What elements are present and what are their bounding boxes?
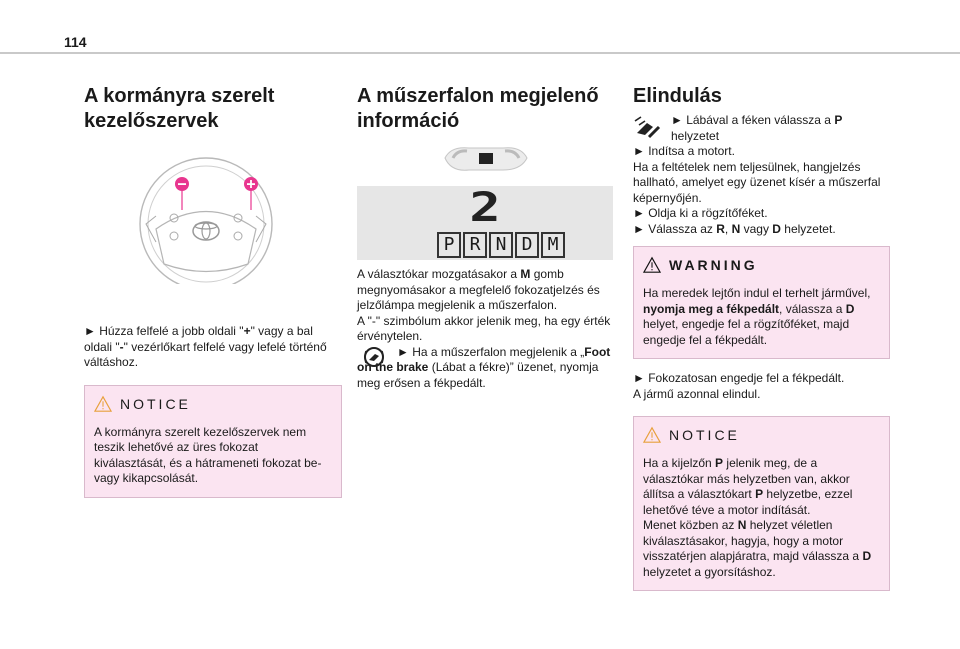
conditions-note: Ha a feltételek nem teljesülnek, hangjel… — [633, 159, 881, 205]
warning-triangle-icon — [643, 426, 661, 443]
gear-letter: D — [515, 232, 539, 258]
gear-letter: R — [463, 232, 487, 258]
step-select-p: ► Lábával a féken válassza a P helyzetet — [671, 113, 843, 143]
step-start-engine: ► Indítsa a motort. — [633, 144, 735, 158]
section-heading-dashboard: A műszerfalon megjelenő információ — [357, 84, 613, 134]
gear-display: 2 P R N D M — [357, 186, 613, 260]
selector-paragraph: A választókar mozgatásakor a M gomb megn… — [357, 267, 600, 312]
heading-line-1: A kormányra szerelt — [84, 85, 275, 107]
steering-wheel-illustration — [139, 157, 273, 284]
step-release-brake: ► Oldja ki a rögzítőféket. — [633, 206, 768, 220]
steering-wheel-figure — [84, 144, 342, 306]
start-pedal-icon — [634, 116, 661, 139]
gear-letter: N — [489, 232, 513, 258]
page-number: 114 — [64, 34, 87, 50]
notice-text-1: Ha a kijelzőn P jelenik meg, de a válasz… — [643, 456, 853, 517]
invalid-symbol-paragraph: A "-" szimbólum akkor jelenik meg, ha eg… — [357, 313, 611, 344]
warning-text: Ha meredek lejtőn indul el terhelt jármű… — [643, 286, 871, 347]
step-select-gear: ► Válassza az R, N vagy D helyzetet. — [633, 221, 836, 236]
current-gear-digit: 2 — [469, 185, 501, 231]
section-heading-steering: A kormányra szerelt kezelőszervek — [84, 84, 342, 134]
column-steering-controls: A kormányra szerelt kezelőszervek ► H — [84, 76, 342, 498]
header-rule — [0, 52, 960, 54]
heading-line-2: információ — [357, 110, 460, 132]
vehicle-moves-note: A jármű azonnal elindul. — [633, 386, 761, 401]
foot-on-brake-paragraph: ► Ha a műszerfalon megjelenik a „Foot on… — [357, 344, 611, 390]
step-gradual-release: ► Fokozatosan engedje fel a fékpedált. — [633, 371, 845, 385]
column-starting: Elindulás ► Lábával a féken válassza a P… — [633, 76, 890, 591]
section-heading-starting: Elindulás — [633, 85, 722, 107]
notice-text: A kormányra szerelt kezelőszervek nem te… — [94, 424, 322, 486]
warning-triangle-icon — [94, 395, 112, 412]
gear-letter-row: P R N D M — [437, 232, 565, 258]
notice-title: NOTICE — [669, 427, 740, 443]
notice-title: NOTICE — [120, 395, 191, 412]
foot-on-brake-icon — [364, 346, 384, 367]
heading-line-2: kezelőszervek — [84, 110, 219, 132]
warning-triangle-icon — [643, 256, 661, 273]
notice-box: NOTICE Ha a kijelzőn P jelenik meg, de a… — [633, 416, 890, 591]
heading-line-1: A műszerfalon megjelenő — [357, 85, 599, 107]
warning-title: WARNING — [669, 257, 758, 273]
notice-box: NOTICE A kormányra szerelt kezelőszervek… — [84, 384, 342, 498]
warning-box: WARNING Ha meredek lejtőn indul el terhe… — [633, 246, 890, 359]
gear-letter: M — [541, 232, 565, 258]
notice-text-2: Menet közben az N helyzet véletlen kivál… — [643, 518, 872, 579]
dashboard-text: A választókar mozgatásakor a M gomb megn… — [357, 267, 613, 391]
paddle-instruction: ► Húzza felfelé a jobb oldali "+" vagy a… — [84, 324, 327, 369]
instrument-cluster-icon — [444, 147, 528, 171]
column-dashboard-info: A műszerfalon megjelenő információ 2 P R… — [357, 76, 613, 390]
gear-letter: P — [437, 232, 461, 258]
